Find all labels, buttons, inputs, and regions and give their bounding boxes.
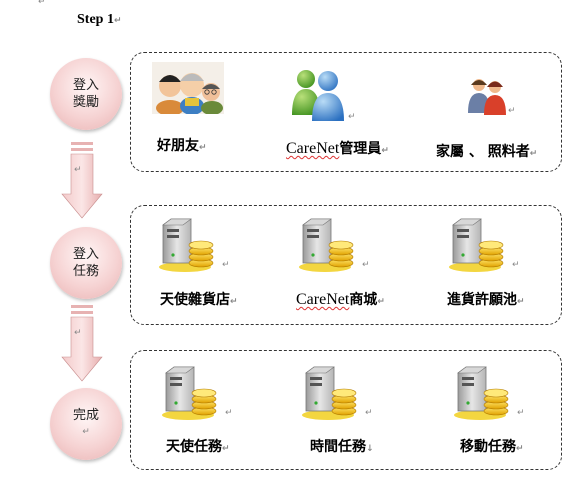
item-label-wish-pool: 進貨許願池↵ xyxy=(447,292,525,308)
item-label-angel-task: 天使任務↵ xyxy=(166,439,230,455)
stage-label-line: 獎勵 xyxy=(72,95,99,110)
stage-login-reward: 登入獎勵 xyxy=(50,58,122,130)
paragraph-mark: ↵ xyxy=(512,260,520,270)
stage-login-task: 登入任務 xyxy=(50,227,122,299)
server-coins-icon xyxy=(449,218,504,272)
friends-photo-icon xyxy=(152,62,224,114)
item-label-carenet-admin: CareNet管理員↵ xyxy=(286,140,389,157)
paragraph-mark: ↵ xyxy=(225,408,233,418)
paragraph-mark: ↵ xyxy=(74,165,82,175)
item-label-carenet-mall: CareNet商城↵ xyxy=(296,291,385,308)
stage-label-line: 任務 xyxy=(72,264,99,279)
users-icon xyxy=(292,70,344,121)
paragraph-mark: ↵ xyxy=(74,328,82,338)
group-box-rewards xyxy=(130,52,562,172)
paragraph-mark: ↵ xyxy=(508,106,516,116)
item-label-mobile-task: 移動任務↵ xyxy=(460,439,524,455)
paragraph-mark: ↵ xyxy=(222,260,230,270)
server-coins-icon xyxy=(302,366,357,420)
paragraph-mark: ↵ xyxy=(517,408,525,418)
paragraph-mark: ↵ xyxy=(365,408,373,418)
stage-complete: 完成↵ xyxy=(50,388,122,460)
stage-label-line: 登入 xyxy=(72,247,99,262)
stage-label-line: 完成 xyxy=(72,408,99,423)
item-label-friends: 好朋友↵ xyxy=(157,138,207,154)
down-arrow-icon xyxy=(61,305,103,382)
item-label-angel-grocery: 天使雜貨店↵ xyxy=(160,292,238,308)
paragraph-mark: ↵ xyxy=(362,260,370,270)
item-label-time-task: 時間任務↓ xyxy=(310,439,374,455)
server-coins-icon xyxy=(454,366,509,420)
paragraph-mark: ↵ xyxy=(348,112,356,122)
server-coins-icon xyxy=(162,366,217,420)
server-coins-icon xyxy=(159,218,214,272)
people-icon xyxy=(468,79,506,115)
paragraph-mark: ↵ xyxy=(38,0,46,7)
group-box-tasks xyxy=(130,205,562,325)
group-box-complete xyxy=(130,350,562,470)
down-arrow-icon xyxy=(61,142,103,219)
server-coins-icon xyxy=(299,218,354,272)
step-title: Step 1↵ xyxy=(77,12,122,27)
stage-label-line: 登入 xyxy=(72,78,99,93)
item-label-family-caregiver: 家屬 、 照料者↵ xyxy=(436,144,538,160)
